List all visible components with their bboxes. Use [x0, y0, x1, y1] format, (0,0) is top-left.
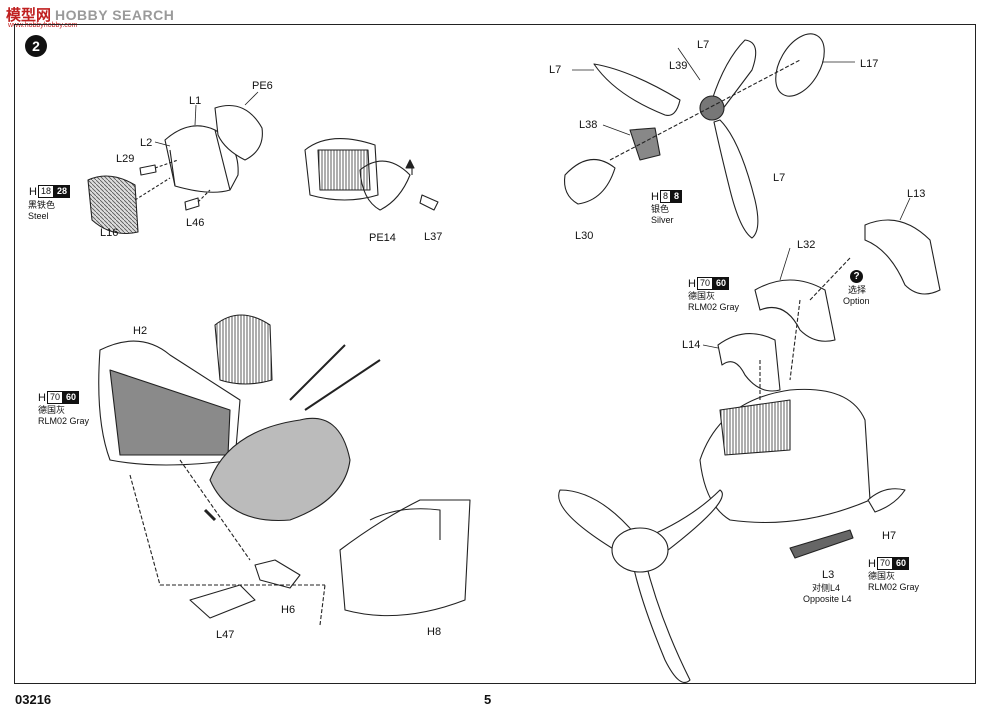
paint-gray-right-badge: 60	[892, 557, 909, 570]
label-h7: H7	[882, 530, 897, 542]
paint-gray-right-prefix: H	[868, 557, 876, 570]
paint-silver-en: Silver	[651, 215, 674, 225]
l46-part	[184, 197, 200, 211]
paint-gray-left-num: 70	[46, 391, 63, 404]
watermark-en: HOBBY SEARCH	[55, 6, 175, 23]
paint-silver-cn: 银色	[651, 204, 670, 214]
paint-gray-top-cn: 德国灰	[688, 291, 716, 301]
l47-part	[189, 584, 256, 619]
hub-l39-part	[699, 95, 725, 121]
label-l2: L2	[140, 137, 153, 149]
step-number: 2	[25, 35, 47, 57]
label-l1: L1	[189, 95, 202, 107]
l16-radiator-part	[87, 175, 139, 235]
backplate-l17-part	[775, 33, 825, 97]
fuselage-nose-part	[699, 388, 871, 524]
label-l30: L30	[575, 230, 594, 242]
l37-part	[419, 194, 439, 211]
l29-part	[139, 164, 157, 176]
label-opposite-en: Opposite L4	[803, 594, 852, 604]
label-l7-left: L7	[549, 64, 562, 76]
paint-gray-top-en: RLM02 Gray	[688, 302, 740, 312]
paint-steel-num: 18	[37, 185, 54, 198]
product-code: 03216	[15, 692, 52, 707]
label-l38: L38	[579, 119, 598, 131]
paint-gray-left-code: H 70 60	[38, 391, 79, 404]
paint-silver-badge: 8	[670, 190, 682, 203]
h6-part	[254, 559, 301, 589]
watermark-cn: 模型网	[6, 7, 52, 24]
label-l14: L14	[682, 339, 701, 351]
label-l47: L47	[216, 629, 235, 641]
paint-gray-right-num: 70	[876, 557, 893, 570]
paint-steel-code: H 18 28	[29, 185, 70, 198]
exhaust-l3-part	[789, 529, 854, 559]
page-number: 5	[484, 692, 492, 707]
paint-silver-prefix: H	[651, 190, 659, 203]
label-l32: L32	[797, 239, 816, 251]
paint-gray-left-badge: 60	[62, 391, 79, 404]
label-l13: L13	[907, 188, 926, 200]
propeller-blade-l7-left	[593, 63, 681, 116]
paint-gray-top-code: H 70 60	[688, 277, 729, 290]
option-cn: 选择	[848, 285, 867, 295]
label-pe6: PE6	[252, 80, 273, 92]
h7-part	[867, 488, 906, 513]
spinner-l30-part	[563, 159, 616, 205]
label-l16: L16	[100, 227, 119, 239]
paint-gray-right-cn: 德国灰	[868, 571, 896, 581]
paint-gray-left-en: RLM02 Gray	[38, 416, 90, 426]
label-l3: L3	[822, 569, 835, 581]
label-l7-top: L7	[697, 39, 710, 51]
exhaust-arms-part	[289, 344, 381, 411]
paint-gray-right-en: RLM02 Gray	[868, 582, 920, 592]
pe14-photoetch-part	[359, 159, 415, 211]
label-l17: L17	[860, 58, 879, 70]
paint-steel-prefix: H	[29, 185, 37, 198]
paint-gray-left-prefix: H	[38, 391, 46, 404]
cowl-l14-part	[717, 333, 781, 392]
label-h6: H6	[281, 604, 296, 616]
label-h2: H2	[133, 325, 148, 337]
paint-gray-top-badge: 60	[712, 277, 729, 290]
option-marker: ?	[850, 270, 863, 283]
paint-gray-top-prefix: H	[688, 277, 696, 290]
paint-gray-right-code: H 70 60	[868, 557, 909, 570]
cowl-l32-part	[754, 279, 836, 342]
paint-silver-num: 8	[659, 190, 671, 203]
engine-block-part	[203, 417, 351, 522]
l38-part	[629, 127, 661, 161]
label-opposite-cn: 对侧L4	[812, 583, 841, 593]
watermark: 模型网 HOBBY SEARCH www.hobbyhobby.com	[6, 4, 175, 30]
propeller-assembled-part	[558, 489, 723, 684]
label-l37: L37	[424, 231, 443, 243]
label-l7-bottom: L7	[773, 172, 786, 184]
paint-gray-top-num: 70	[696, 277, 713, 290]
propeller-blade-l7-bottom	[713, 119, 759, 239]
label-l39: L39	[669, 60, 688, 72]
label-l29: L29	[116, 153, 135, 165]
cowling-h8-part	[339, 499, 471, 617]
label-h8: H8	[427, 626, 442, 638]
radiator-fitted-part	[214, 314, 273, 385]
pe6-photoetch-part	[214, 104, 263, 161]
paint-steel-badge: 28	[53, 185, 70, 198]
label-l46: L46	[186, 217, 205, 229]
radiator-assembly-part	[304, 138, 379, 201]
label-pe14: PE14	[369, 232, 396, 244]
option-en: Option	[843, 296, 870, 306]
watermark-url: www.hobbyhobby.com	[8, 22, 78, 29]
question-icon: ?	[850, 270, 863, 283]
cowl-l13-part	[864, 219, 941, 295]
paint-steel-en: Steel	[28, 211, 49, 221]
paint-silver-code: H 8 8	[651, 190, 682, 203]
paint-gray-left-cn: 德国灰	[38, 405, 66, 415]
paint-steel-cn: 黑铁色	[28, 200, 56, 210]
page-frame	[14, 24, 976, 684]
